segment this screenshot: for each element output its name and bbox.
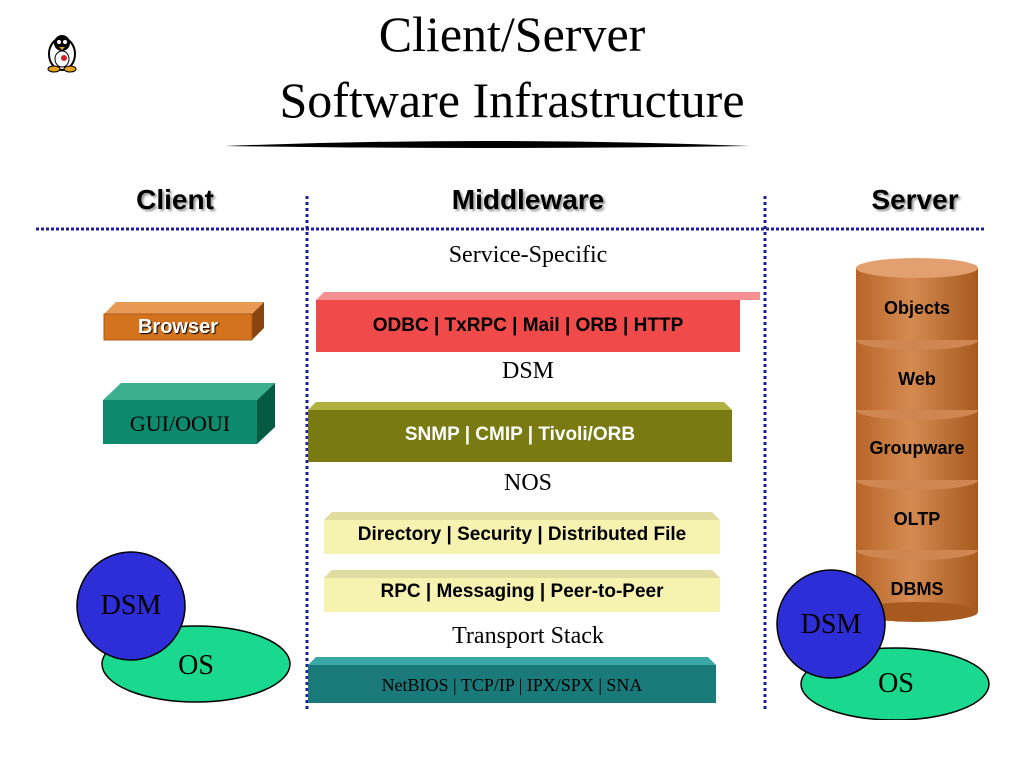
server-dsm-label: DSM <box>800 609 862 640</box>
nos-section-label: NOS <box>503 470 552 496</box>
browser-label: Browser <box>137 316 219 338</box>
server-shapes <box>776 258 990 720</box>
server-stack-groupware: Groupware <box>869 438 965 458</box>
title-underline <box>225 141 750 148</box>
nos-directory-box-text: Directory | Security | Distributed File <box>357 524 687 545</box>
server-stack-web: Web <box>898 369 936 389</box>
gui-label: GUI/OOUI <box>129 411 231 436</box>
dsm-box-text: SNMP | CMIP | Tivoli/ORB <box>404 424 636 445</box>
column-header-server: Server <box>871 184 959 215</box>
transport-box-text: NetBIOS | TCP/IP | IPX/SPX | SNA <box>381 675 643 695</box>
client-shapes <box>76 302 291 703</box>
service-specific-label: Service-Specific <box>448 242 608 268</box>
server-os-label: OS <box>878 668 914 699</box>
column-header-middleware: Middleware <box>451 184 605 215</box>
client-dsm-label: DSM <box>100 590 162 621</box>
penguin-logo-icon <box>47 35 77 73</box>
dsm-section-label: DSM <box>501 358 555 384</box>
column-header-client: Client <box>136 184 214 215</box>
server-stack-objects: Objects <box>883 298 951 318</box>
server-dsm-circle <box>776 569 886 679</box>
middleware-shapes <box>308 292 760 703</box>
server-stack-oltp: OLTP <box>893 509 941 529</box>
client-dsm-circle <box>76 551 186 661</box>
server-stack-dbms: DBMS <box>890 579 944 599</box>
transport-box <box>308 657 716 703</box>
nos-directory-box <box>324 512 720 554</box>
transport-section-label: Transport Stack <box>452 623 604 649</box>
nos-rpc-box-text: RPC | Messaging | Peer-to-Peer <box>380 581 664 602</box>
nos-rpc-box <box>324 570 720 612</box>
objects-cylinder <box>856 258 978 340</box>
page-title-line1: Client/Server <box>378 6 646 62</box>
page-title-line2: Software Infrastructure <box>279 72 745 128</box>
dsm-box <box>308 402 732 462</box>
service-specific-box <box>316 292 760 352</box>
browser-box <box>103 302 264 341</box>
client-os-label: OS <box>178 650 214 681</box>
gui-box <box>103 383 275 444</box>
service-specific-box-text: ODBC | TxRPC | Mail | ORB | HTTP <box>372 315 684 336</box>
